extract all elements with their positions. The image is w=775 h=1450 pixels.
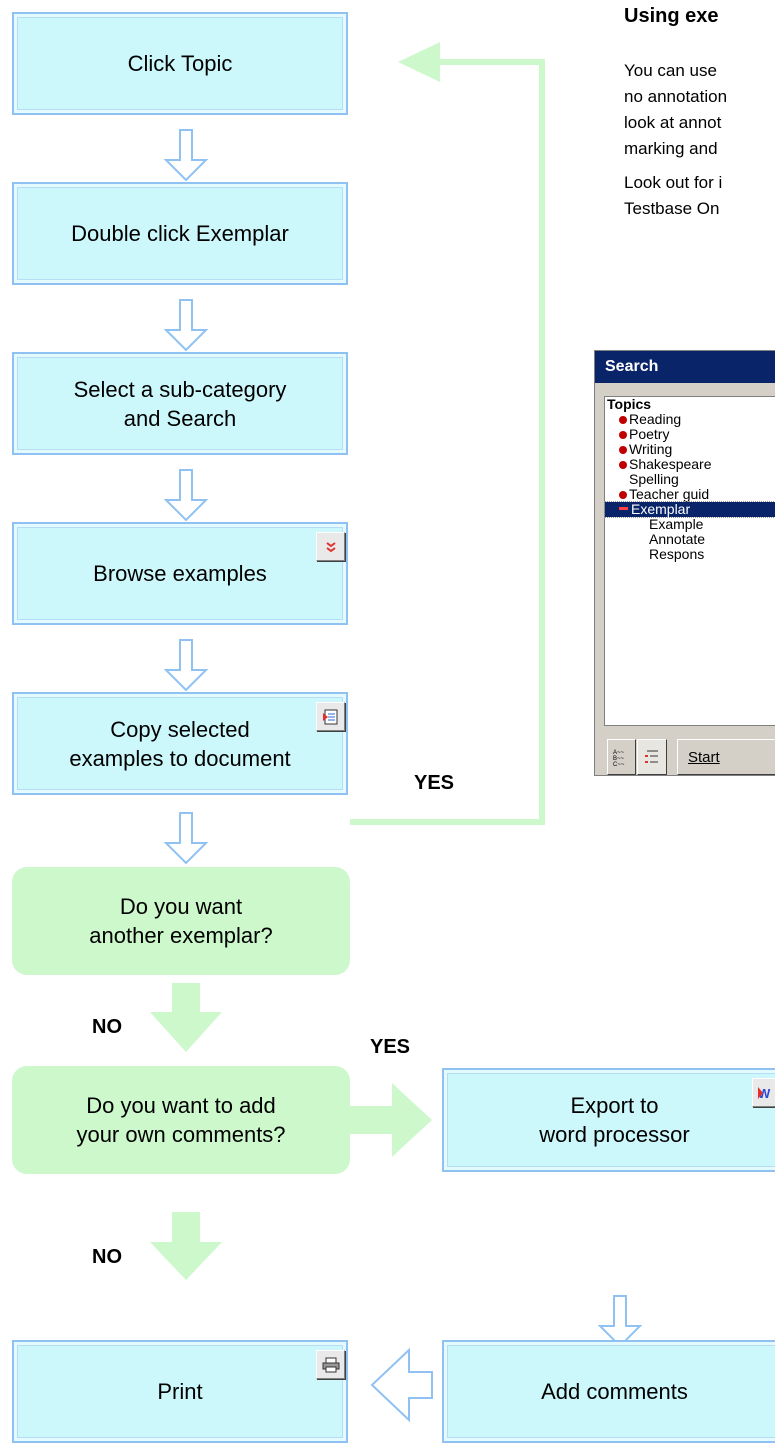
tree-item-label: Exemplar: [631, 501, 691, 517]
step-select-subcategory: Select a sub-category and Search: [12, 352, 348, 455]
tree-item-writing[interactable]: Writing: [605, 442, 775, 457]
yes-label-comments: YES: [370, 1036, 411, 1058]
svg-text:B~~: B~~: [613, 756, 625, 762]
tree-item-annotate[interactable]: Annotate: [605, 532, 775, 547]
list-view-button[interactable]: A~~ B~~ C~~: [607, 739, 636, 775]
down-arrow-6: [599, 1295, 641, 1347]
tree-item-label: Spelling: [629, 471, 679, 487]
section-heading: Using exe: [624, 5, 719, 27]
search-dialog: Search Topics Reading Poetry Writing Sha…: [594, 350, 775, 776]
tree-item-label: Teacher guid: [629, 486, 710, 502]
step-print: Print: [12, 1340, 348, 1443]
step-browse-label: Browse examples: [93, 561, 267, 586]
yes-arrow-right: [350, 1083, 432, 1157]
expand-bullet-icon: [619, 446, 627, 454]
tree-item-label: Poetry: [629, 426, 670, 442]
step-copy-label: Copy selected examples to document: [69, 716, 291, 771]
tree-item-exemplar[interactable]: Exemplar: [604, 501, 775, 518]
step-add-comments: Add comments: [442, 1340, 775, 1443]
step-click-topic: Click Topic: [12, 12, 348, 115]
step-click-topic-label: Click Topic: [127, 51, 233, 76]
tree-item-respons[interactable]: Respons: [605, 547, 775, 562]
left-arrow: [370, 1347, 433, 1423]
start-button-label: Start: [688, 748, 720, 766]
down-arrow-2: [165, 299, 207, 351]
tree-item-example[interactable]: Example: [605, 517, 775, 532]
expand-bullet-icon: [619, 491, 627, 499]
no-arrow-1: [150, 983, 222, 1052]
step-double-click-exemplar: Double click Exemplar: [12, 182, 348, 285]
copy-to-document-icon: [322, 709, 337, 724]
decision-another-exemplar: Do you want another exemplar?: [12, 867, 350, 975]
step-copy-examples: Copy selected examples to document: [12, 692, 348, 795]
down-arrow-5: [165, 812, 207, 864]
lookout-line: Testbase On: [624, 199, 720, 218]
word-processor-icon: W: [757, 1086, 771, 1101]
expand-bullet-icon: [619, 431, 627, 439]
browse-examples-button[interactable]: [316, 532, 345, 561]
tree-item-spelling[interactable]: Spelling: [605, 472, 775, 487]
no-label-1: NO: [92, 1016, 122, 1038]
expand-bullet-icon: [619, 461, 627, 469]
tree-item-shakespeare[interactable]: Shakespeare: [605, 457, 775, 472]
step-print-label: Print: [157, 1379, 203, 1404]
tree-item-poetry[interactable]: Poetry: [605, 427, 775, 442]
export-word-processor-button[interactable]: W: [752, 1078, 775, 1107]
topics-tree[interactable]: Topics Reading Poetry Writing Shakespear…: [604, 396, 775, 726]
step-browse-examples: Browse examples: [12, 522, 348, 625]
copy-to-document-button[interactable]: [316, 702, 345, 731]
svg-text:W: W: [758, 1086, 771, 1101]
decision-comments-label: Do you want to add your own comments?: [76, 1093, 286, 1147]
tree-view-icon: [645, 750, 658, 763]
tree-item-label: Respons: [649, 546, 705, 562]
lookout-line: Look out for i: [624, 173, 723, 192]
tree-item-label: Topics: [607, 396, 652, 412]
step-double-click-label: Double click Exemplar: [71, 221, 289, 246]
intro-line: no annotation: [624, 87, 728, 106]
no-arrow-2: [150, 1212, 222, 1280]
step-add-comments-label: Add comments: [541, 1379, 688, 1404]
expand-bullet-icon: [619, 416, 627, 424]
intro-line: look at annot: [624, 113, 722, 132]
yes-label-loop: YES: [414, 772, 455, 794]
intro-paragraph: You can use no annotation look at annot …: [624, 58, 727, 162]
tree-view-button[interactable]: [637, 739, 667, 775]
down-arrow-3: [165, 469, 207, 521]
double-chevron-down-icon: [325, 541, 336, 552]
no-label-2: NO: [92, 1246, 122, 1268]
svg-text:A~~: A~~: [613, 750, 625, 756]
search-dialog-title: Search: [595, 351, 775, 383]
tree-item-label: Reading: [629, 411, 682, 427]
loop-back-arrowhead: [398, 42, 440, 82]
collapse-icon: [619, 507, 628, 510]
step-select-label: Select a sub-category and Search: [73, 376, 287, 431]
step-export-label: Export to word processor: [539, 1093, 690, 1147]
tree-item-label: Shakespeare: [629, 456, 712, 472]
step-export: Export to word processor W: [442, 1068, 775, 1172]
lookout-paragraph: Look out for i Testbase On: [624, 170, 722, 222]
printer-icon: [322, 1357, 339, 1372]
tree-item-reading[interactable]: Reading: [605, 412, 775, 427]
loop-back-line: [350, 59, 545, 825]
decision-add-comments: Do you want to add your own comments?: [12, 1066, 350, 1174]
tree-item-label: Annotate: [649, 531, 706, 547]
start-button[interactable]: Start: [677, 739, 775, 775]
svg-text:C~~: C~~: [613, 762, 625, 767]
tree-item-label: Example: [649, 516, 704, 532]
down-arrow-1: [165, 129, 207, 181]
tree-item-label: Writing: [629, 441, 673, 457]
print-button[interactable]: [316, 1350, 345, 1379]
decision-another-label: Do you want another exemplar?: [89, 894, 273, 948]
tree-item-topics[interactable]: Topics: [605, 397, 775, 412]
intro-line: You can use: [624, 61, 717, 80]
down-arrow-4: [165, 639, 207, 691]
list-view-icon: A~~ B~~ C~~: [613, 750, 625, 767]
tree-item-teacher-guide[interactable]: Teacher guid: [605, 487, 775, 502]
intro-line: marking and: [624, 139, 718, 158]
